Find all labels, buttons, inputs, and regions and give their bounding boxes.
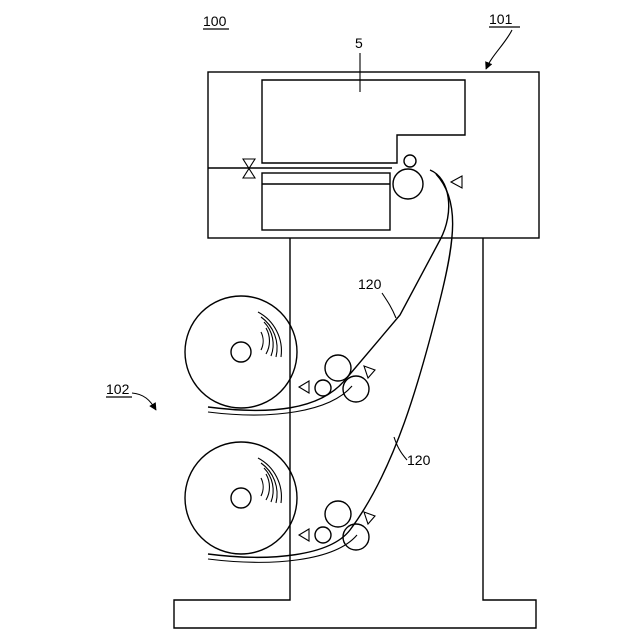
lower-roll-arcs bbox=[258, 458, 281, 503]
label-feeder-unit: 102 bbox=[106, 381, 130, 397]
lower-roller-a bbox=[325, 501, 351, 527]
sensor-icon-upper-left bbox=[299, 381, 309, 393]
medium-path-upper bbox=[208, 170, 449, 410]
pinch-roller-small bbox=[404, 155, 416, 167]
upper-roll-arcs bbox=[258, 312, 281, 357]
print-head bbox=[262, 80, 465, 163]
label-medium-lower-leader bbox=[394, 437, 407, 460]
label-medium-upper-leader bbox=[382, 293, 396, 318]
stand-frame bbox=[174, 238, 536, 628]
upper-roll bbox=[185, 296, 297, 408]
printer-housing bbox=[208, 72, 539, 238]
platen-block bbox=[262, 173, 390, 230]
feed-roller bbox=[393, 169, 423, 199]
label-head: 5 bbox=[355, 35, 363, 51]
label-system: 100 bbox=[203, 13, 227, 29]
lower-roll-core bbox=[231, 488, 251, 508]
medium-path-lower-outer bbox=[208, 535, 357, 562]
sensor-icon-lower-right bbox=[364, 512, 375, 524]
label-medium-lower: 120 bbox=[407, 452, 431, 468]
upper-roller-b bbox=[343, 376, 369, 402]
sensor-icon-upper-right bbox=[364, 366, 375, 378]
sensor-icon-lower-left bbox=[299, 529, 309, 541]
lower-roller-b bbox=[343, 524, 369, 550]
sensor-icon-top bbox=[451, 176, 462, 188]
lower-roll bbox=[185, 442, 297, 554]
lower-roller-c bbox=[315, 527, 331, 543]
label-feeder-unit-leader bbox=[132, 393, 156, 410]
medium-path-lower bbox=[208, 174, 453, 557]
upper-roll-core bbox=[231, 342, 251, 362]
label-medium-upper: 120 bbox=[358, 276, 382, 292]
label-printer-unit-leader bbox=[486, 30, 512, 69]
label-printer-unit: 101 bbox=[489, 11, 513, 27]
